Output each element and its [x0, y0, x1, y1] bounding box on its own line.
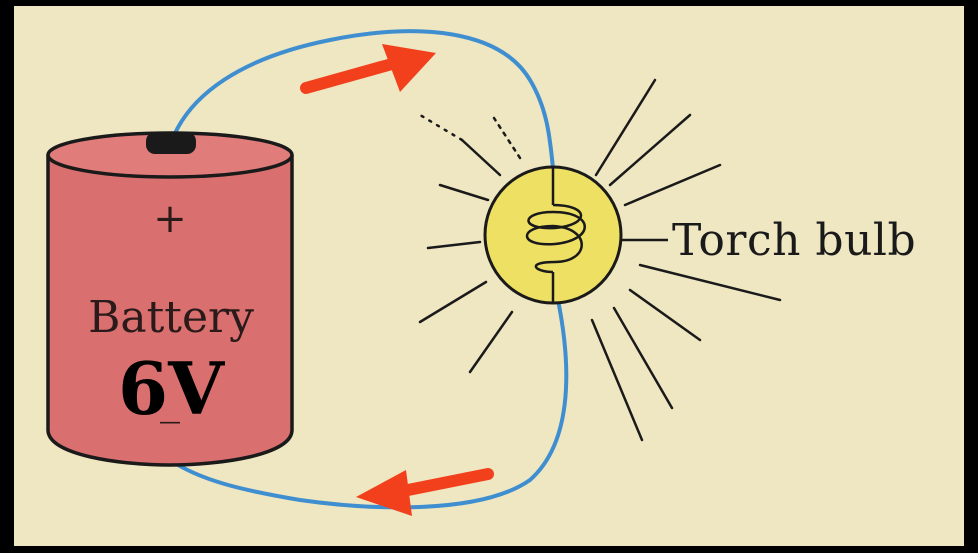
current-arrow-bottom [356, 470, 488, 516]
torch-bulb-label: Torch bulb [672, 215, 916, 266]
current-arrow-top [306, 44, 436, 92]
battery-label: Battery [66, 292, 276, 343]
battery-terminal [146, 132, 196, 154]
battery-positive-sign: + [150, 196, 190, 242]
battery-negative-sign: _ [150, 378, 190, 424]
